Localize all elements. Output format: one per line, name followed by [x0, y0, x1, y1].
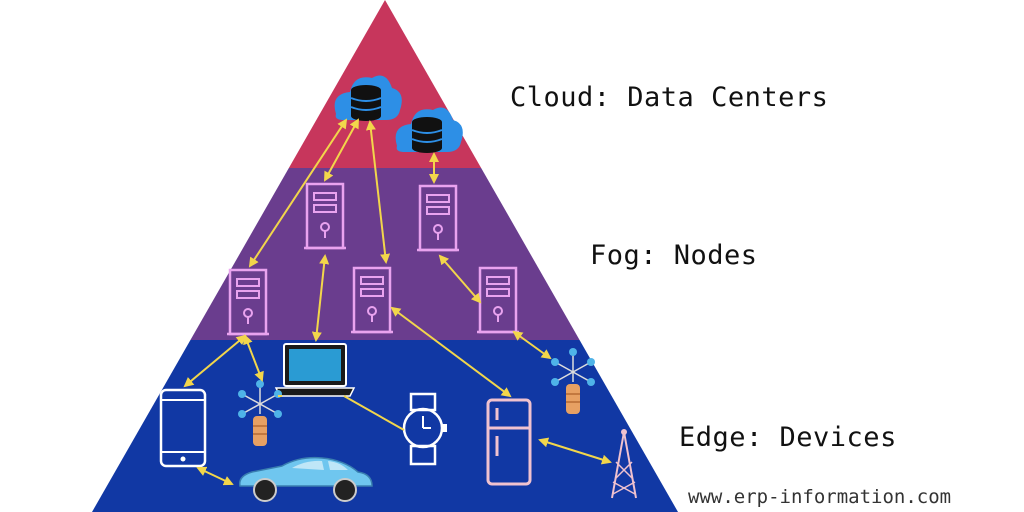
cloud-layer-label: Cloud: Data Centers — [510, 82, 829, 113]
cell-tower-icon — [611, 429, 637, 499]
refrigerator-icon — [486, 398, 532, 486]
smartwatch-icon — [402, 392, 447, 466]
fog-layer-label: Fog: Nodes — [590, 240, 758, 271]
laptop-icon — [274, 343, 356, 397]
watermark-url: www.erp-information.com — [688, 486, 952, 508]
car-icon — [239, 456, 373, 502]
connection-arrows — [183, 118, 612, 486]
fog-layer — [92, 168, 678, 340]
smartphone-icon — [159, 388, 207, 468]
edge-layer-label: Edge: Devices — [679, 422, 897, 453]
